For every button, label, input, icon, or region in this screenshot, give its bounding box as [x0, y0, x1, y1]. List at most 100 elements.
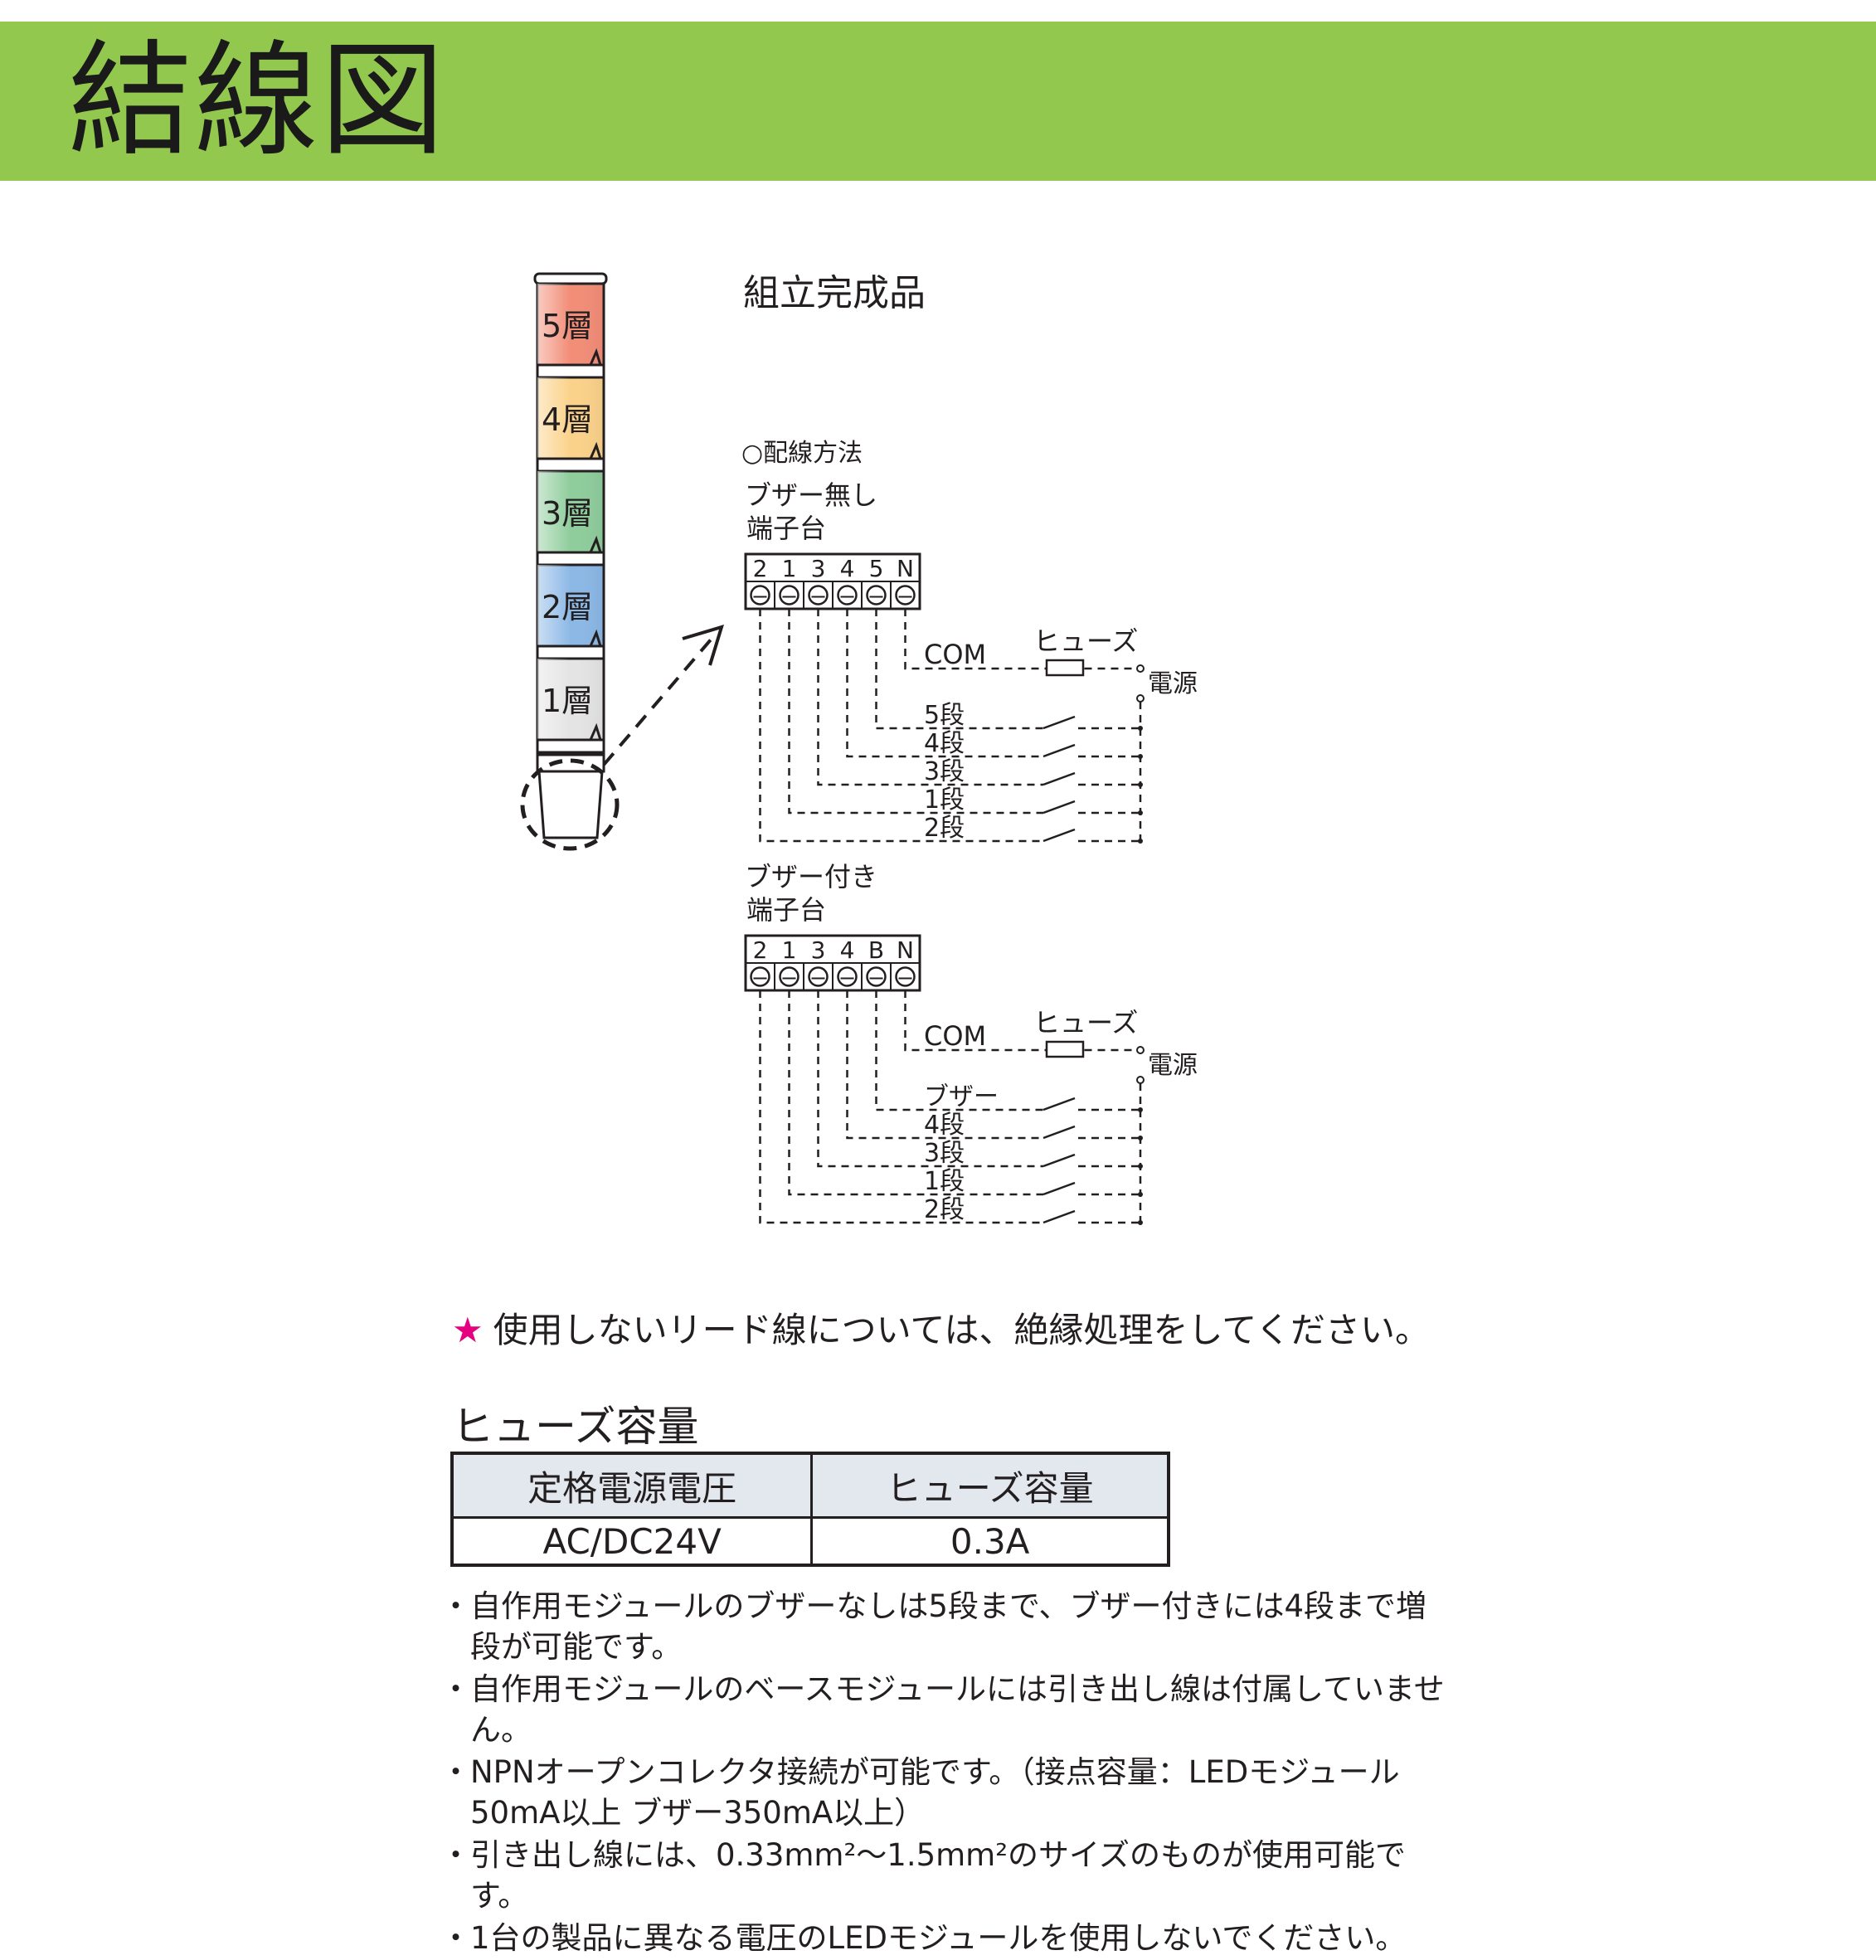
- power-terminal: [1136, 1046, 1145, 1054]
- switch-contact: [1042, 1153, 1076, 1168]
- layer-clip: [589, 722, 602, 741]
- layer-label: 2層: [542, 589, 593, 625]
- zoom-arrow-head: [682, 625, 724, 666]
- terminal-label: 4: [840, 936, 855, 964]
- block-subtitle: 端子台: [746, 513, 826, 544]
- notes-list: 自作用モジュールのブザーなしは5段まで、ブザー付きには4段まで増段が可能です。 …: [440, 1586, 1447, 1960]
- switch-contact: [1042, 1209, 1076, 1224]
- layer-ring: [536, 457, 605, 473]
- terminal-label: 4: [840, 555, 855, 582]
- line-label: 2段: [924, 814, 965, 843]
- switch-contact: [1042, 1181, 1076, 1196]
- switch-contact: [1042, 800, 1076, 815]
- junction-dot: [1138, 810, 1143, 815]
- insulation-note-text: 使用しないリード線については、絶縁処理をしてください。: [493, 1310, 1431, 1350]
- signal-wire: [817, 609, 1043, 786]
- fuse-symbol: [1045, 1040, 1085, 1058]
- layer-clip: [589, 348, 602, 366]
- block-title: ブザー無し: [745, 479, 877, 511]
- power-label: 電源: [1148, 1051, 1198, 1080]
- tower-layer: 5層: [536, 282, 605, 379]
- terminal-screw: [895, 966, 916, 987]
- signal-wire: [759, 990, 1043, 1224]
- column-header-fuse: ヒューズ容量: [810, 1452, 1170, 1519]
- terminal-screw: [750, 585, 770, 606]
- table-row: AC/DC24V 0.3A: [450, 1516, 1170, 1567]
- line-label: 1段: [924, 785, 965, 815]
- terminal-screw: [779, 585, 799, 606]
- fuse-capacity-heading: ヒューズ容量: [452, 1403, 699, 1451]
- cell-voltage: AC/DC24V: [450, 1516, 814, 1567]
- cell-fuse: 0.3A: [810, 1516, 1170, 1567]
- layer-shine: [537, 565, 604, 646]
- terminal-screw: [779, 966, 799, 987]
- line-label: 4段: [924, 1111, 965, 1140]
- switch-contact: [1042, 1097, 1076, 1111]
- page-title: 結線図: [68, 29, 447, 173]
- star-icon: ★: [452, 1310, 484, 1350]
- terminal-label: 1: [782, 936, 797, 964]
- com-label: COM: [924, 1020, 986, 1052]
- layer-label: 4層: [542, 401, 593, 438]
- switch-contact: [1042, 771, 1076, 786]
- layer-clip: [589, 535, 602, 553]
- block-title: ブザー付き: [745, 861, 877, 892]
- terminal-label: 2: [753, 555, 768, 582]
- signal-wire: [875, 990, 1043, 1111]
- signal-wire: [759, 609, 1043, 843]
- terminal-label: 3: [811, 936, 826, 964]
- power-label: 電源: [1148, 669, 1198, 698]
- zoom-arrow-line: [602, 637, 713, 766]
- tower-layer: 2層: [536, 563, 605, 660]
- power-terminal: [1136, 694, 1145, 703]
- junction-dot: [1138, 726, 1143, 731]
- layer-ring: [536, 551, 605, 567]
- signal-wire: [817, 990, 1043, 1168]
- power-terminal: [1136, 1076, 1145, 1084]
- layer-label: 3層: [542, 495, 593, 532]
- com-label: COM: [924, 639, 986, 670]
- switch-contact: [1042, 715, 1076, 730]
- tower-layer: 3層: [536, 469, 605, 567]
- line-label: 3段: [924, 757, 965, 786]
- assembly-title: 組立完成品: [743, 272, 926, 314]
- junction-dot: [1138, 782, 1143, 787]
- terminal-screw: [866, 966, 887, 987]
- layer-shine: [537, 377, 604, 459]
- line-label: 4段: [924, 729, 965, 758]
- layer-shine: [537, 471, 604, 552]
- block-subtitle: 端子台: [746, 894, 826, 926]
- terminal-label: 5: [869, 555, 884, 582]
- power-terminal: [1136, 664, 1145, 673]
- junction-dot: [1138, 1220, 1143, 1225]
- signal-tower: 5層 4層 3層 2層 1層: [520, 272, 724, 851]
- junction-dot: [1138, 1136, 1143, 1140]
- signal-wire: [846, 990, 1043, 1140]
- layer-label: 1層: [542, 683, 593, 719]
- line-label: 3段: [924, 1139, 965, 1168]
- layer-shine: [537, 659, 604, 740]
- signal-wire: [875, 609, 1043, 730]
- terminal-screw: [808, 966, 829, 987]
- base-highlight-circle: [520, 758, 620, 851]
- layer-ring: [536, 363, 605, 379]
- terminal-screw: [837, 966, 858, 987]
- fuse-symbol: [1045, 659, 1085, 677]
- tower-layer: 4層: [536, 376, 605, 473]
- layer-clip: [589, 441, 602, 460]
- junction-dot: [1138, 839, 1143, 844]
- line-label: 2段: [924, 1195, 965, 1224]
- title-banner: 結線図: [0, 22, 1876, 181]
- layer-ring: [536, 644, 605, 660]
- note-item: 自作用モジュールのベースモジュールには引き出し線は付属していません。: [440, 1669, 1447, 1750]
- insulation-note: ★使用しないリード線については、絶縁処理をしてください。: [452, 1302, 1430, 1353]
- terminal-label: N: [897, 936, 914, 964]
- layer-clip: [589, 629, 602, 647]
- signal-wire: [788, 609, 1043, 815]
- wiring-method-title: ○配線方法: [741, 439, 863, 468]
- junction-dot: [1138, 754, 1143, 759]
- junction-dot: [1138, 1107, 1143, 1112]
